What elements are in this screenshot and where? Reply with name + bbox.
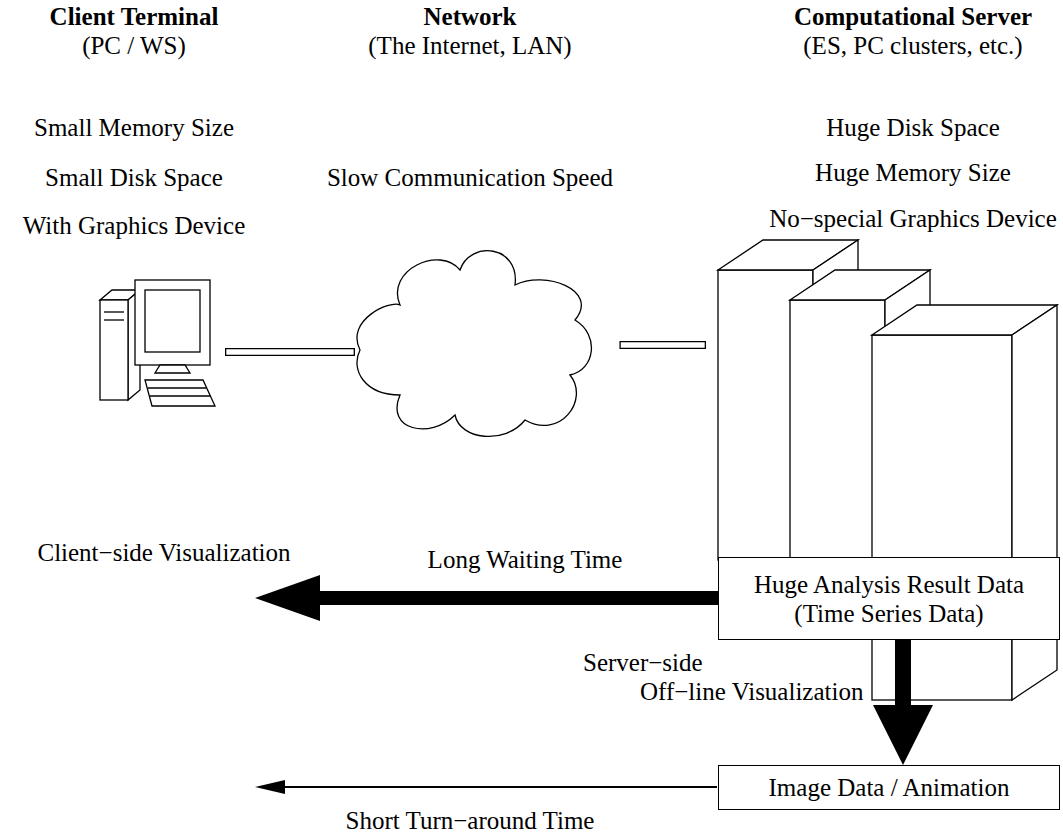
feature-text: No−special Graphics Device <box>766 204 1060 233</box>
server-side <box>1012 305 1057 700</box>
box-text: Huge Analysis Result Data (Time Series D… <box>733 570 1045 628</box>
column-heading: Network <box>320 2 620 31</box>
key-row <box>150 395 210 396</box>
wrap-spacer <box>713 648 883 677</box>
arrow-label: Short Turn−around Time <box>320 806 620 835</box>
feature-text: Huge Disk Space <box>766 113 1060 142</box>
label-holder: Long Waiting Time <box>380 545 670 574</box>
network-cloud <box>357 251 591 437</box>
feature-text: Small Disk Space <box>3 163 265 192</box>
label-holder: Short Turn−around Time <box>320 806 620 835</box>
network: Network(The Internet, LAN) Slow Communica… <box>320 0 620 192</box>
flow-arrow <box>873 640 933 765</box>
key-row <box>148 387 206 388</box>
column-subheading: (PC / WS) <box>3 31 265 60</box>
thin-left-arrow-head <box>255 780 285 794</box>
client-side-label: Client−side Visualization <box>4 538 324 567</box>
column-heading: Client Terminal <box>3 2 265 31</box>
monitor-stand <box>155 365 190 373</box>
server-front <box>790 300 885 560</box>
link-outline <box>225 348 355 356</box>
feature-text: Small Memory Size <box>3 113 265 142</box>
cloud-outline <box>357 251 591 437</box>
client-terminal: Client Terminal(PC / WS) Small Memory Siz… <box>3 0 265 240</box>
thin-left-arrow-shaft <box>283 786 717 788</box>
computational-server: Computational Server(ES, PC clusters, et… <box>766 0 1060 233</box>
column-subheading: (The Internet, LAN) <box>320 31 620 60</box>
feature-text: With Graphics Device <box>3 211 265 240</box>
link-inner <box>226 349 353 354</box>
monitor-frame <box>135 280 210 365</box>
box-text: Image Data / Animation <box>769 773 1010 802</box>
feature-text: Slow Communication Speed <box>320 163 620 192</box>
network-link <box>619 345 706 346</box>
tower-front <box>100 300 128 400</box>
edge-label-holder: Server−side Off−line Visualization <box>583 648 883 706</box>
arrow-shaft <box>895 640 911 706</box>
link-outline <box>619 341 706 349</box>
link-inner <box>621 342 705 347</box>
process-box: Huge Analysis Result Data (Time Series D… <box>718 557 1060 640</box>
thick-left-arrow <box>255 575 718 621</box>
drive-slot <box>104 319 124 320</box>
edge-label: Server−side Off−line Visualization <box>583 648 883 706</box>
column-heading: Computational Server <box>766 2 1060 31</box>
network-link <box>225 352 355 353</box>
pc-illustration <box>100 280 215 406</box>
arrow-label: Long Waiting Time <box>380 545 670 574</box>
drive-slot <box>104 311 124 312</box>
arrow-head <box>873 705 933 765</box>
server-front <box>872 335 1012 700</box>
wrap-spacer <box>583 677 640 706</box>
monitor-screen <box>145 290 200 352</box>
column-subheading: (ES, PC clusters, etc.) <box>766 31 1060 60</box>
process-box: Image Data / Animation <box>718 765 1060 810</box>
label-holder: Client−side Visualization <box>4 538 324 567</box>
feature-text: Huge Memory Size <box>766 158 1060 187</box>
keyboard <box>145 380 215 406</box>
